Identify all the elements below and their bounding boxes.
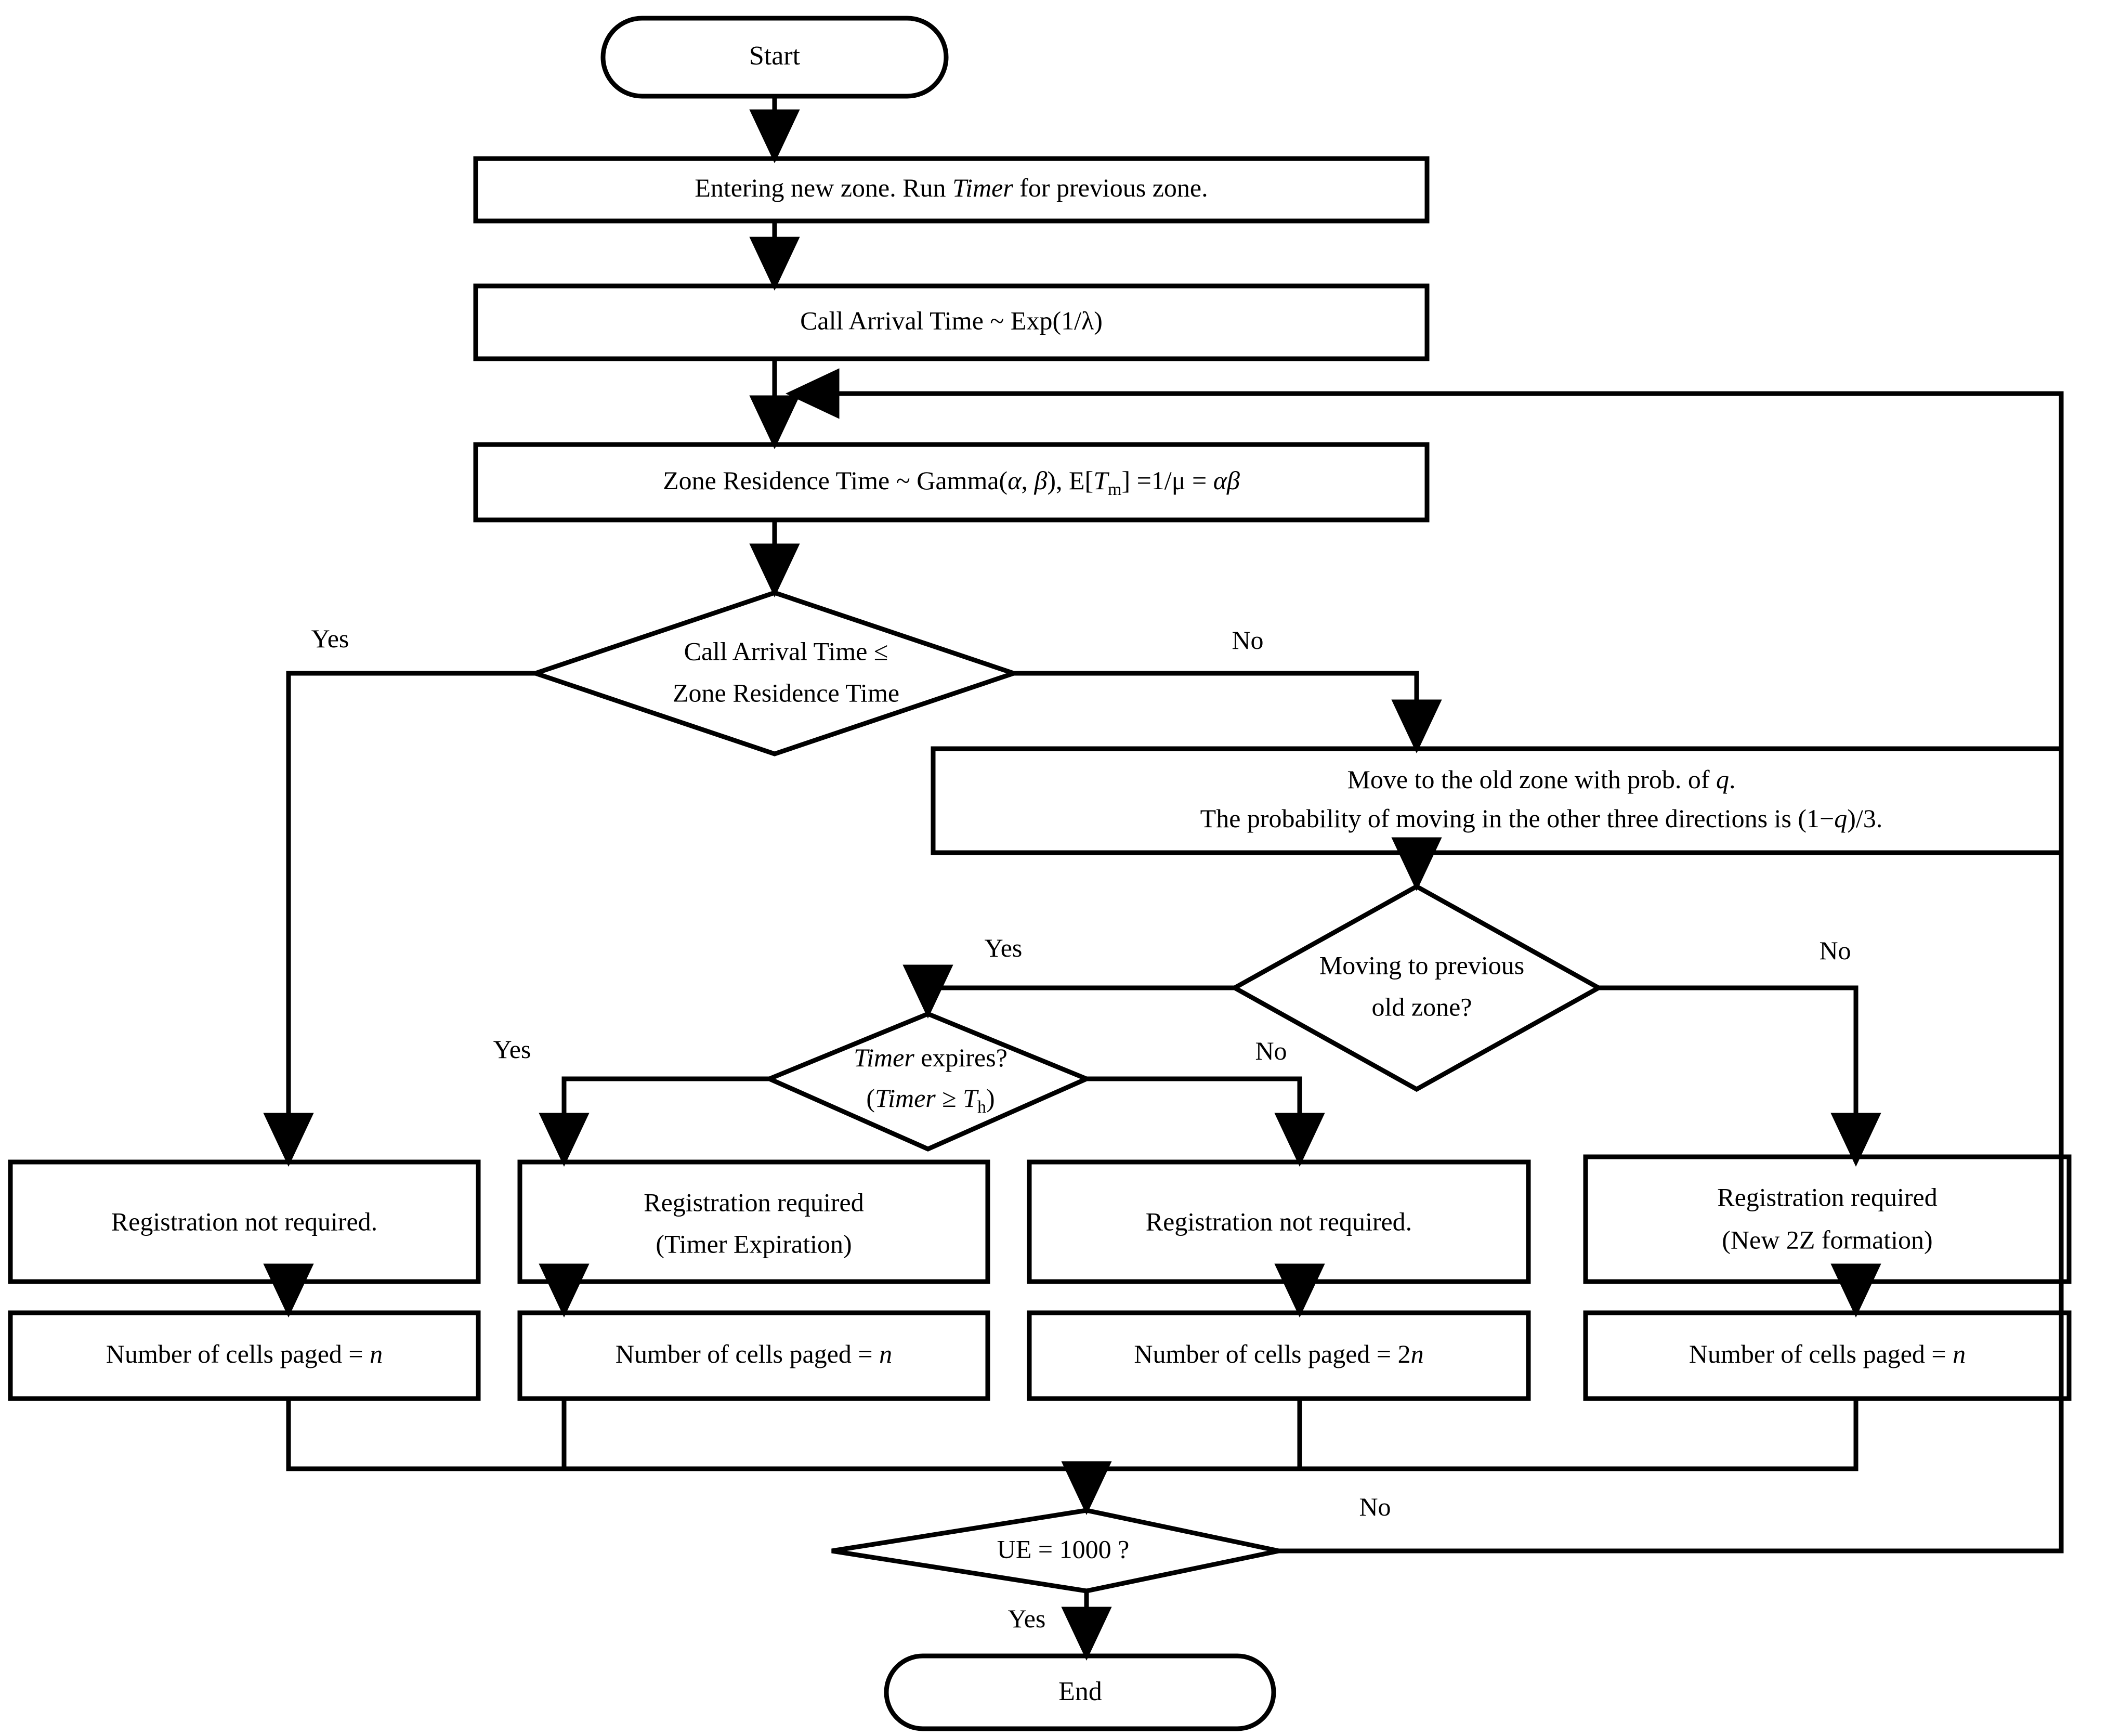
node-decision-ue-count: UE = 1000 ? [831,1508,1279,1594]
node-move-old-zone-line2: The probability of moving in the other t… [1200,804,1883,833]
node-entering-new-zone-label: Entering new zone. Run Timer for previou… [695,173,1208,202]
edge-decision1-no [1014,671,1442,753]
node-start: Start [600,16,949,99]
edge-label-decision2-yes: Yes [985,933,1023,962]
edge-label-ue-yes: Yes [1008,1604,1046,1633]
edge-merge-left1 [286,1399,1087,1471]
node-registration-required-timer-line2: (Timer Expiration) [656,1229,852,1258]
edge-decision2-yes [902,964,1235,1019]
edge-decision1-yes [263,671,535,1167]
node-zone-residence-time-label: Zone Residence Time ~ Gamma(α, β), E[Tm]… [663,466,1240,499]
node-call-arrival-time-label: Call Arrival Time ~ Exp(1/λ) [800,306,1103,335]
node-paged-2: Number of cells paged = n [517,1310,990,1401]
node-registration-not-required-mid-label: Registration not required. [1146,1207,1412,1236]
node-zone-residence-time: Zone Residence Time ~ Gamma(α, β), E[Tm]… [473,442,1430,523]
node-decision-timer-expires-line2: (Timer ≥ Th) [866,1084,994,1116]
node-paged-4: Number of cells paged = n [1583,1310,2072,1401]
node-paged-3: Number of cells paged = 2n [1027,1310,1531,1401]
node-decision-moving-previous: Moving to previous old zone? [1229,883,1604,1092]
node-paged-2-label: Number of cells paged = n [616,1339,892,1368]
node-decision-timer-expires-line1: Timer expires? [854,1043,1007,1072]
node-registration-required-2z-line2: (New 2Z formation) [1722,1225,1932,1254]
edge-label-timer-no: No [1255,1036,1287,1065]
node-decision-call-vs-zone: Call Arrival Time ≤ Zone Residence Time [528,590,1022,756]
node-paged-1: Number of cells paged = n [8,1310,481,1401]
node-registration-required-timer-line1: Registration required [644,1187,864,1217]
node-move-old-zone: Move to the old zone with prob. of q. Th… [931,746,2064,855]
node-registration-required-2z-line1: Registration required [1717,1182,1938,1211]
node-decision-call-vs-zone-line1: Call Arrival Time ≤ [684,636,888,665]
node-end: End [884,1653,1276,1731]
edge-label-decision1-no: No [1232,625,1263,655]
node-registration-not-required-left-label: Registration not required. [111,1207,377,1236]
node-paged-1-label: Number of cells paged = n [106,1339,383,1368]
node-decision-timer-expires: Timer expires? (Timer ≥ Th) [763,1011,1093,1152]
edge-ue-no-feedback-loop [786,368,2064,1554]
edge-label-timer-yes: Yes [493,1035,531,1064]
node-entering-new-zone: Entering new zone. Run Timer for previou… [473,156,1430,224]
node-move-old-zone-line1: Move to the old zone with prob. of q. [1347,765,1735,794]
edge-label-ue-no: No [1359,1492,1391,1521]
node-registration-required-2z: Registration required (New 2Z formation) [1583,1154,2072,1284]
node-registration-not-required-mid: Registration not required. [1027,1159,1531,1284]
edge-timer-yes [539,1076,769,1167]
node-call-arrival-time: Call Arrival Time ~ Exp(1/λ) [473,283,1430,361]
node-decision-ue-count-label: UE = 1000 ? [997,1534,1130,1563]
node-decision-call-vs-zone-line2: Zone Residence Time [673,678,899,707]
node-paged-4-label: Number of cells paged = n [1689,1339,1966,1368]
edge-timer-no [1087,1076,1325,1167]
node-registration-required-timer: Registration required (Timer Expiration) [517,1159,990,1284]
edge-merge-right [1087,1399,1859,1471]
node-end-label: End [1058,1677,1102,1706]
node-paged-3-label: Number of cells paged = 2n [1134,1339,1423,1368]
edge-decision2-no [1599,985,1881,1167]
node-start-label: Start [749,41,801,71]
node-decision-moving-previous-line2: old zone? [1372,992,1472,1021]
edge-label-decision1-yes: Yes [311,624,349,653]
node-registration-not-required-left: Registration not required. [8,1159,481,1284]
node-decision-moving-previous-line1: Moving to previous [1319,950,1524,980]
edge-label-decision2-no: No [1819,936,1851,965]
